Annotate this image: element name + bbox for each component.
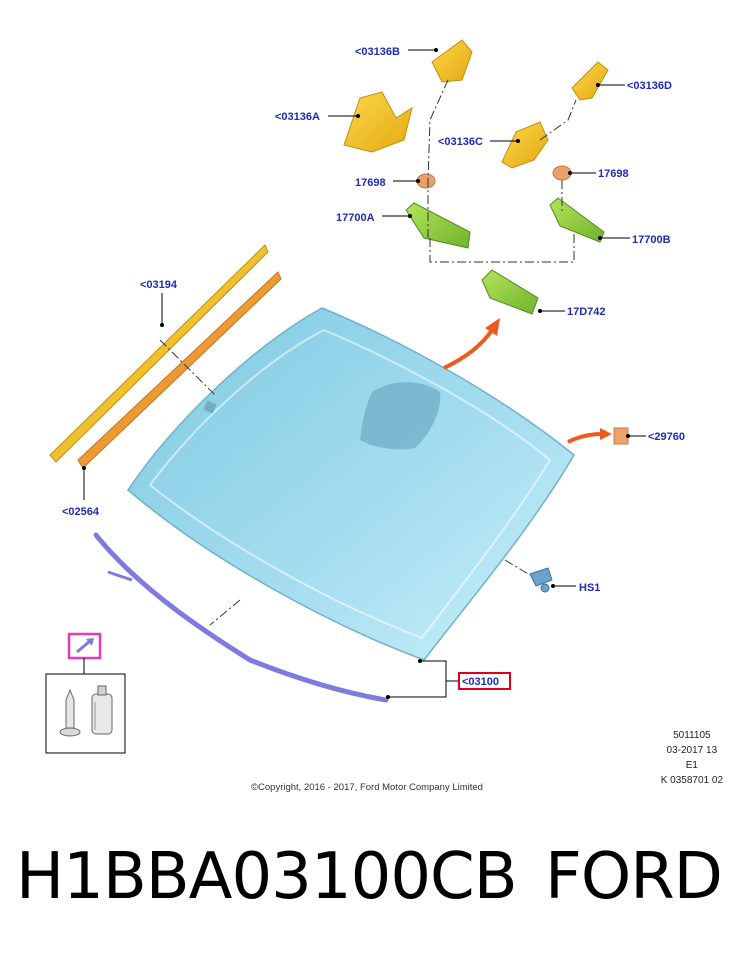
- callout-03136C[interactable]: <03136C: [438, 136, 483, 148]
- adhesive-kit: [45, 632, 126, 754]
- diagram-info: 5011105 03-2017 13 E1 K 0358701 02: [661, 728, 723, 788]
- mirror-17D742: [481, 269, 539, 315]
- fastener-HS1: [529, 567, 553, 593]
- part-title-bar: H1BBA03100CB FORD: [0, 840, 734, 930]
- lower-seal: [93, 532, 389, 703]
- brand-name: FORD: [545, 840, 723, 914]
- callout-03136A[interactable]: <03136A: [275, 111, 320, 123]
- orange-trim-strip: [77, 271, 282, 469]
- clip-29760: [613, 427, 629, 445]
- callout-17700B[interactable]: 17700B: [632, 234, 671, 246]
- kit-arrow-icon: [76, 639, 91, 654]
- callout-17700A[interactable]: 17700A: [336, 212, 375, 224]
- mirror-cover-03136C: [501, 121, 549, 169]
- callout-03100-highlight: [458, 672, 511, 690]
- windshield-glass: [127, 307, 575, 661]
- callout-17698-left[interactable]: 17698: [355, 177, 386, 189]
- callout-03194[interactable]: <03194: [140, 279, 178, 291]
- kit-detail-box: [45, 673, 126, 754]
- leader-lines: [82, 48, 646, 699]
- callout-29760[interactable]: <29760: [648, 431, 685, 443]
- callout-03136B[interactable]: <03136B: [355, 46, 400, 58]
- mirror-cover-03136B: [431, 39, 473, 83]
- orange-arrow-up: [443, 318, 500, 370]
- callout-labels: <03136B <03136A <03136C <03136D 17698 17…: [62, 46, 685, 690]
- callout-03136D[interactable]: <03136D: [627, 80, 672, 92]
- orange-arrow-right: [567, 428, 612, 444]
- callout-17D742[interactable]: 17D742: [567, 306, 606, 318]
- mirror-cover-03136D: [571, 61, 609, 101]
- yellow-trim-strip: [49, 244, 269, 463]
- copyright-text: ©Copyright, 2016 - 2017, Ford Motor Comp…: [251, 782, 483, 793]
- info-line-3: E1: [685, 760, 698, 771]
- info-line-4: K 0358701 02: [660, 775, 723, 786]
- info-line-1: 5011105: [673, 730, 711, 741]
- assembly-lines: [159, 79, 577, 626]
- cartridge-icon: [91, 685, 113, 735]
- callout-HS1[interactable]: HS1: [579, 582, 600, 594]
- nozzle-icon: [59, 688, 81, 737]
- callout-03100[interactable]: <03100: [462, 676, 499, 688]
- callout-02564[interactable]: <02564: [62, 506, 100, 518]
- part-number: H1BBA03100CB: [16, 840, 518, 914]
- mirror-17700B: [549, 197, 605, 243]
- mirror-17700A: [405, 202, 471, 249]
- callout-17698-right[interactable]: 17698: [598, 168, 629, 180]
- windshield-parts-diagram: <03136B <03136A <03136C <03136D 17698 17…: [45, 39, 685, 754]
- mirror-cover-03136A: [343, 91, 413, 153]
- info-line-2: 03-2017 13: [666, 745, 718, 756]
